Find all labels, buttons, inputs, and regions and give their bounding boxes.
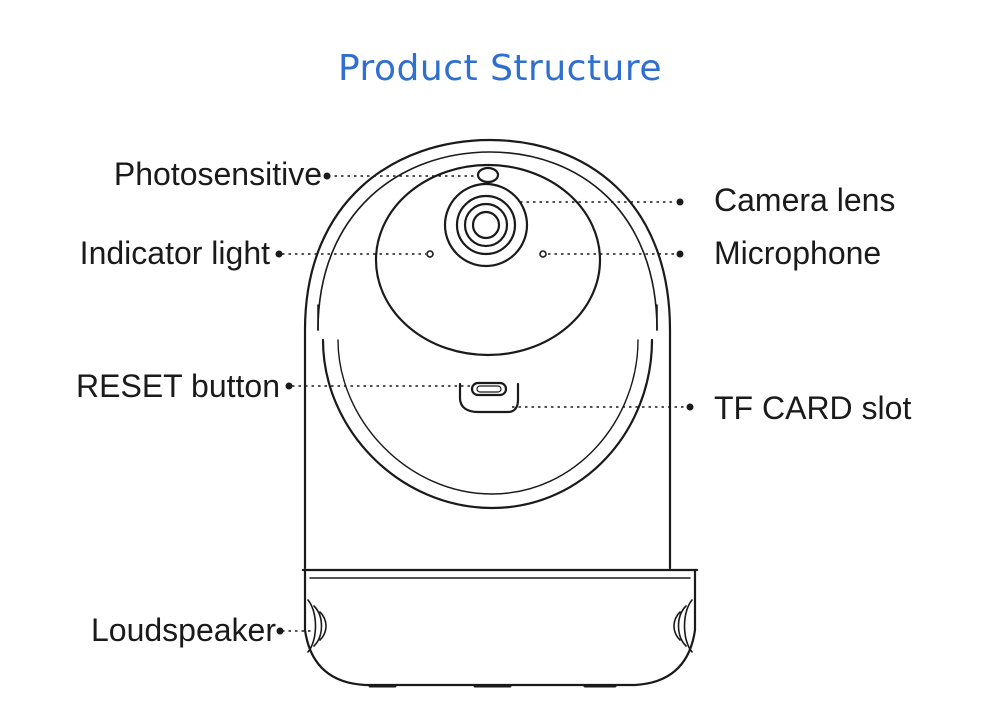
leader-lines xyxy=(282,175,686,632)
camera-ball xyxy=(321,338,654,510)
loudspeaker-icon xyxy=(307,599,693,653)
label-microphone: Microphone xyxy=(714,235,882,271)
label-tf-card-slot: TF CARD slot xyxy=(714,390,912,426)
page-title: Product Structure xyxy=(337,48,663,89)
camera-head-outer xyxy=(303,138,672,570)
microphone-icon xyxy=(539,250,547,258)
photosensitive-icon xyxy=(476,166,500,184)
camera-head-inner xyxy=(317,151,658,331)
label-reset-button: RESET button xyxy=(76,368,280,404)
face-plate xyxy=(374,163,602,357)
label-camera-lens: Camera lens xyxy=(714,182,896,218)
label-photosensitive: Photosensitive xyxy=(113,156,322,192)
label-indicator-light: Indicator light xyxy=(79,235,270,271)
camera-base xyxy=(303,568,697,687)
label-loudspeaker: Loudspeaker xyxy=(90,612,276,648)
camera-lens-icon xyxy=(443,182,529,268)
leader-dots xyxy=(275,172,694,635)
tf-card-slot-icon xyxy=(458,382,520,414)
reset-button-icon xyxy=(470,381,508,397)
indicator-light-icon xyxy=(426,250,434,258)
